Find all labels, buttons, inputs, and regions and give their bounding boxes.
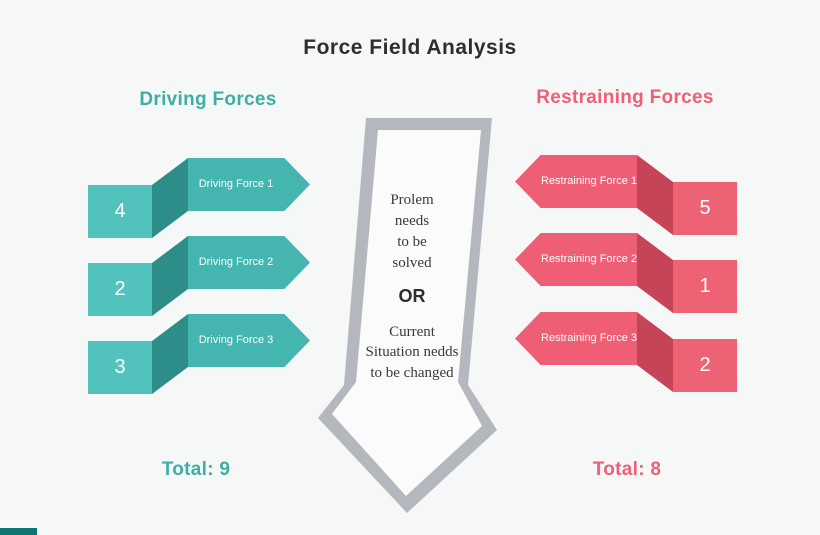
driving-force-3-label: Driving Force 3 bbox=[198, 333, 274, 346]
restraining-force-1-label: Restraining Force 1 bbox=[541, 174, 637, 187]
driving-force-2-label: Driving Force 2 bbox=[198, 255, 274, 268]
driving-force-row-2: 2 Driving Force 2 bbox=[88, 236, 310, 316]
tie-inner bbox=[332, 130, 482, 496]
ribbon-fold bbox=[152, 236, 188, 316]
restraining-force-2-score: 1 bbox=[673, 260, 737, 313]
situation-text: Current Situation nedds to be changed bbox=[365, 324, 459, 381]
driving-force-1-ribbon: Driving Force 1 bbox=[188, 158, 310, 211]
driving-forces-total: Total: 9 bbox=[161, 459, 231, 480]
restraining-force-1-ribbon: Restraining Force 1 bbox=[515, 155, 637, 208]
restraining-forces-total: Total: 8 bbox=[592, 459, 662, 480]
restraining-force-row-3: Restraining Force 3 2 bbox=[515, 312, 737, 392]
ribbon-fold bbox=[637, 233, 673, 313]
restraining-force-2-ribbon: Restraining Force 2 bbox=[515, 233, 637, 286]
page-title: Force Field Analysis bbox=[303, 36, 517, 59]
center-tie-shape bbox=[318, 118, 497, 513]
ribbon-fold bbox=[152, 158, 188, 238]
driving-forces-heading: Driving Forces bbox=[139, 89, 277, 110]
driving-force-2-ribbon: Driving Force 2 bbox=[188, 236, 310, 289]
restraining-forces-heading: Restraining Forces bbox=[536, 87, 714, 108]
restraining-force-2-label: Restraining Force 2 bbox=[541, 252, 637, 265]
restraining-force-1-score: 5 bbox=[673, 182, 737, 235]
corner-strip bbox=[0, 528, 37, 535]
driving-force-row-3: 3 Driving Force 3 bbox=[88, 314, 310, 394]
restraining-force-3-ribbon: Restraining Force 3 bbox=[515, 312, 637, 365]
driving-force-1-score: 4 bbox=[88, 185, 152, 238]
ribbon-fold bbox=[637, 155, 673, 235]
driving-force-3-ribbon: Driving Force 3 bbox=[188, 314, 310, 367]
problem-text: Prolem needs to be solved bbox=[390, 192, 434, 271]
restraining-force-row-1: Restraining Force 1 5 bbox=[515, 155, 737, 235]
restraining-force-3-label: Restraining Force 3 bbox=[541, 331, 637, 344]
driving-force-2-score: 2 bbox=[88, 263, 152, 316]
ribbon-fold bbox=[637, 312, 673, 392]
restraining-force-row-2: Restraining Force 2 1 bbox=[515, 233, 737, 313]
or-text: OR bbox=[398, 286, 426, 306]
driving-force-row-1: 4 Driving Force 1 bbox=[88, 158, 310, 238]
driving-force-1-label: Driving Force 1 bbox=[198, 177, 274, 190]
ribbon-fold bbox=[152, 314, 188, 394]
restraining-force-3-score: 2 bbox=[673, 339, 737, 392]
driving-force-3-score: 3 bbox=[88, 341, 152, 394]
